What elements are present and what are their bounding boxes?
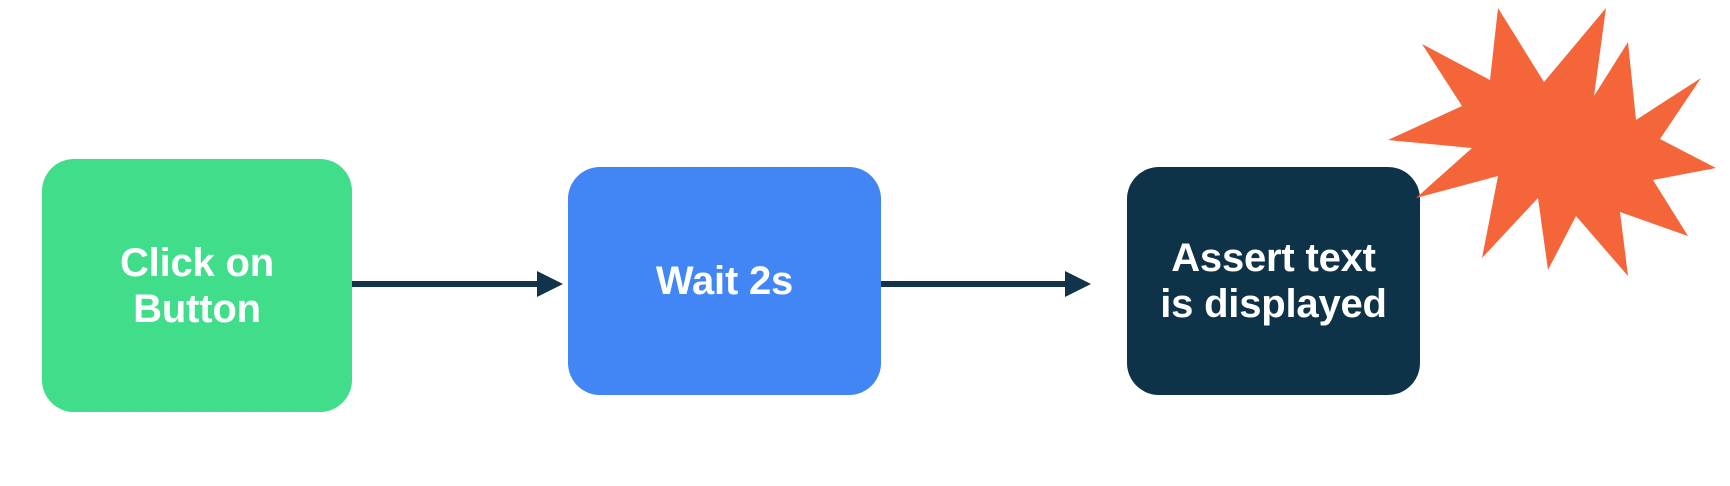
flow-node-wait-2s[interactable]: Wait 2s xyxy=(568,167,881,395)
flow-node-label: Assert text is displayed xyxy=(1160,236,1387,326)
arrow-head-icon xyxy=(537,271,563,297)
flow-node-label: Wait 2s xyxy=(655,259,794,303)
arrow-head-icon xyxy=(1065,271,1091,297)
edge-line xyxy=(352,281,537,287)
flow-node-click-on-button[interactable]: Click on Button xyxy=(42,159,352,412)
edge-line xyxy=(881,281,1065,287)
flow-node-assert-text-is-displayed[interactable]: Assert text is displayed xyxy=(1127,167,1420,395)
flow-node-label: Click on Button xyxy=(120,240,274,331)
starburst-shape xyxy=(1388,8,1716,276)
